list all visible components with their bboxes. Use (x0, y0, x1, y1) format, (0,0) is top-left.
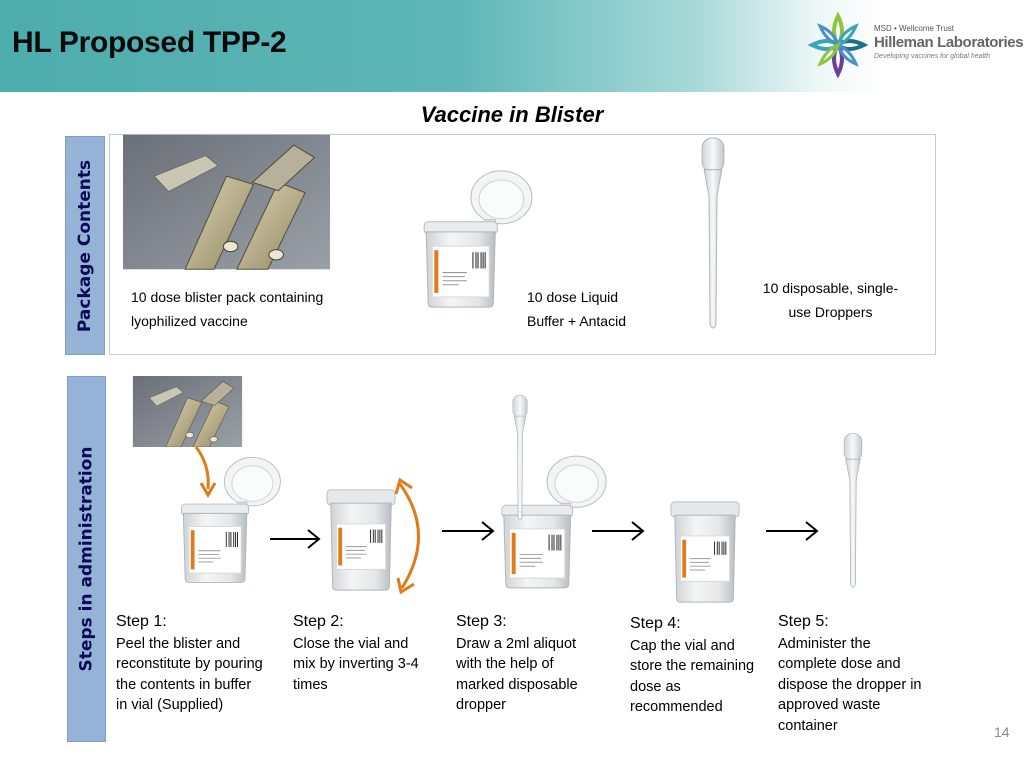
step1-vial-image (180, 456, 281, 584)
logo-partner-text: MSD • Wellcome Trust (874, 24, 954, 33)
invert-arrow-icon (394, 477, 420, 595)
step-1-title: Step 1: (116, 613, 167, 630)
step-5-text: Administer the complete dose and dispose… (778, 635, 922, 734)
step-2-text: Close the vial and mix by inverting 3-4 … (293, 635, 419, 693)
step-3-text: Draw a 2ml aliquot with the help of mark… (456, 635, 578, 714)
step1-pour-arrow-icon (194, 446, 217, 498)
package-item-dropper-line1: 10 disposable, single- (762, 280, 899, 296)
logo-tagline-text: Developing vaccines for global health (874, 53, 990, 60)
step-5: Step 5: Administer the complete dose and… (778, 612, 924, 736)
buffer-vial-image (423, 170, 533, 308)
step-4: Step 4: Cap the vial and store the remai… (630, 614, 765, 718)
step-4-title: Step 4: (630, 615, 681, 632)
package-item-blister: 10 dose blister pack containing lyophili… (131, 285, 323, 333)
dropper-image (701, 137, 725, 329)
package-item-buffer: 10 dose Liquid Buffer + Antacid (527, 285, 626, 333)
page-number: 14 (994, 724, 1010, 740)
step2-vial-image (326, 489, 396, 591)
slide-title: HL Proposed TPP-2 (12, 26, 287, 59)
step-5-title: Step 5: (778, 613, 829, 630)
package-item-blister-line1: 10 dose blister pack containing (131, 289, 324, 305)
section-subtitle: Vaccine in Blister (420, 102, 604, 127)
step-1: Step 1: Peel the blister and reconstitut… (116, 612, 266, 716)
package-item-buffer-line2: Buffer + Antacid (527, 313, 626, 329)
package-item-dropper: 10 disposable, single- use Droppers (748, 276, 913, 324)
package-item-blister-line2: lyophilized vaccine (131, 313, 248, 329)
package-contents-label: Package Contents (75, 159, 95, 332)
flower-logo-icon (808, 12, 868, 78)
step-3: Step 3: Draw a 2ml aliquot with the help… (456, 612, 578, 716)
step4-to-step5-arrow-icon (766, 521, 819, 541)
step-3-title: Step 3: (456, 613, 507, 630)
step3-dropper-image (512, 394, 528, 521)
step2-to-step3-arrow-icon (442, 521, 495, 541)
package-item-buffer-line1: 10 dose Liquid (527, 289, 619, 305)
title-banner: HL Proposed TPP-2 MSD • Wellcome Trust H… (0, 0, 1024, 92)
blister-pack-image (123, 134, 330, 270)
step-1-text: Peel the blister and reconstitute by pou… (116, 635, 263, 714)
step-2: Step 2: Close the vial and mix by invert… (293, 612, 423, 695)
steps-bar: Steps in administration (67, 376, 106, 742)
package-contents-box (109, 134, 936, 355)
step4-vial-image (670, 501, 740, 603)
step5-dropper-image (843, 433, 863, 588)
package-contents-bar: Package Contents (65, 136, 105, 355)
step-4-text: Cap the vial and store the remaining dos… (630, 637, 755, 716)
step-2-title: Step 2: (293, 613, 344, 630)
package-item-dropper-line2: use Droppers (788, 304, 873, 320)
step1-to-step2-arrow-icon (270, 529, 321, 549)
step3-to-step4-arrow-icon (592, 521, 645, 541)
steps-label: Steps in administration (76, 446, 97, 672)
hilleman-logo: MSD • Wellcome Trust Hilleman Laboratori… (808, 12, 1024, 78)
logo-name-text: Hilleman Laboratories (874, 34, 1024, 51)
